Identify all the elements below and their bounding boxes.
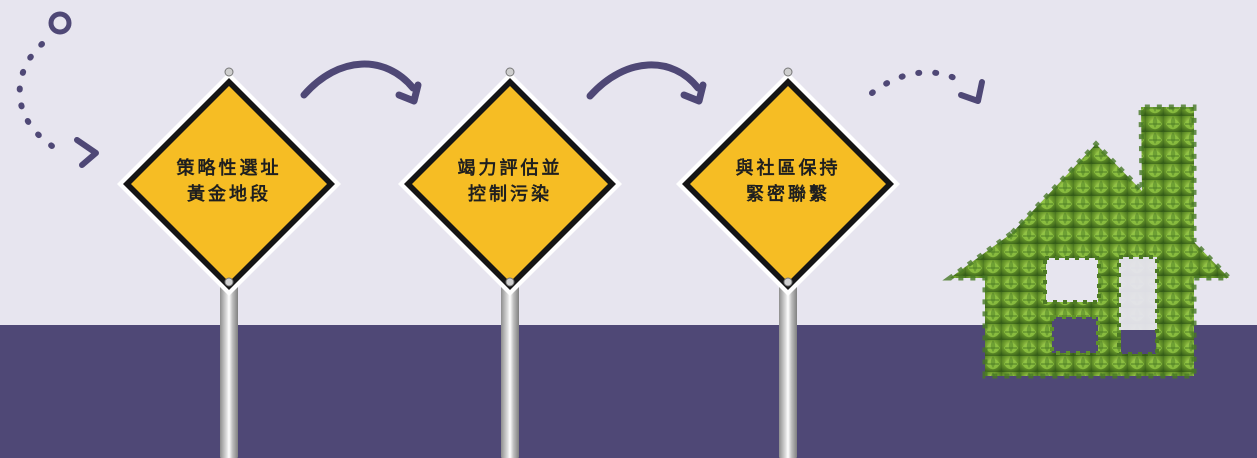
- sign-text-3: 與社區保持 緊密聯繫: [708, 146, 868, 218]
- diamond-sign-icon-1: [117, 67, 341, 296]
- start-arrowhead-icon: [74, 137, 99, 168]
- sign-1-line-2: 黃金地段: [187, 184, 271, 205]
- sign-text-2: 竭力評估並 控制污染: [430, 146, 590, 218]
- sign-3-line-1: 與社區保持: [735, 158, 841, 180]
- end-arrowhead-icon: [958, 79, 985, 104]
- warning-sign-3: 與社區保持 緊密聯繫: [672, 67, 904, 300]
- warning-sign-2: 竭力評估並 控制污染: [394, 67, 626, 300]
- leaf-house-graphic: [942, 104, 1235, 379]
- sign-1-line-1: 策略性選址: [176, 158, 282, 180]
- dotted-start-arrow-icon: [16, 41, 63, 154]
- diamond-sign-icon-2: [398, 67, 622, 296]
- sign-text-1: 策略性選址 黃金地段: [149, 146, 309, 218]
- sign-3-line-2: 緊密聯繫: [746, 184, 830, 205]
- leaf-house-icon: [942, 100, 1244, 392]
- diamond-sign-icon-3: [676, 67, 900, 296]
- sign-2-line-2: 控制污染: [468, 184, 552, 205]
- warning-sign-1: 策略性選址 黃金地段: [113, 67, 345, 300]
- start-circle-icon: [48, 11, 72, 35]
- sign-2-line-1: 竭力評估並: [457, 158, 563, 180]
